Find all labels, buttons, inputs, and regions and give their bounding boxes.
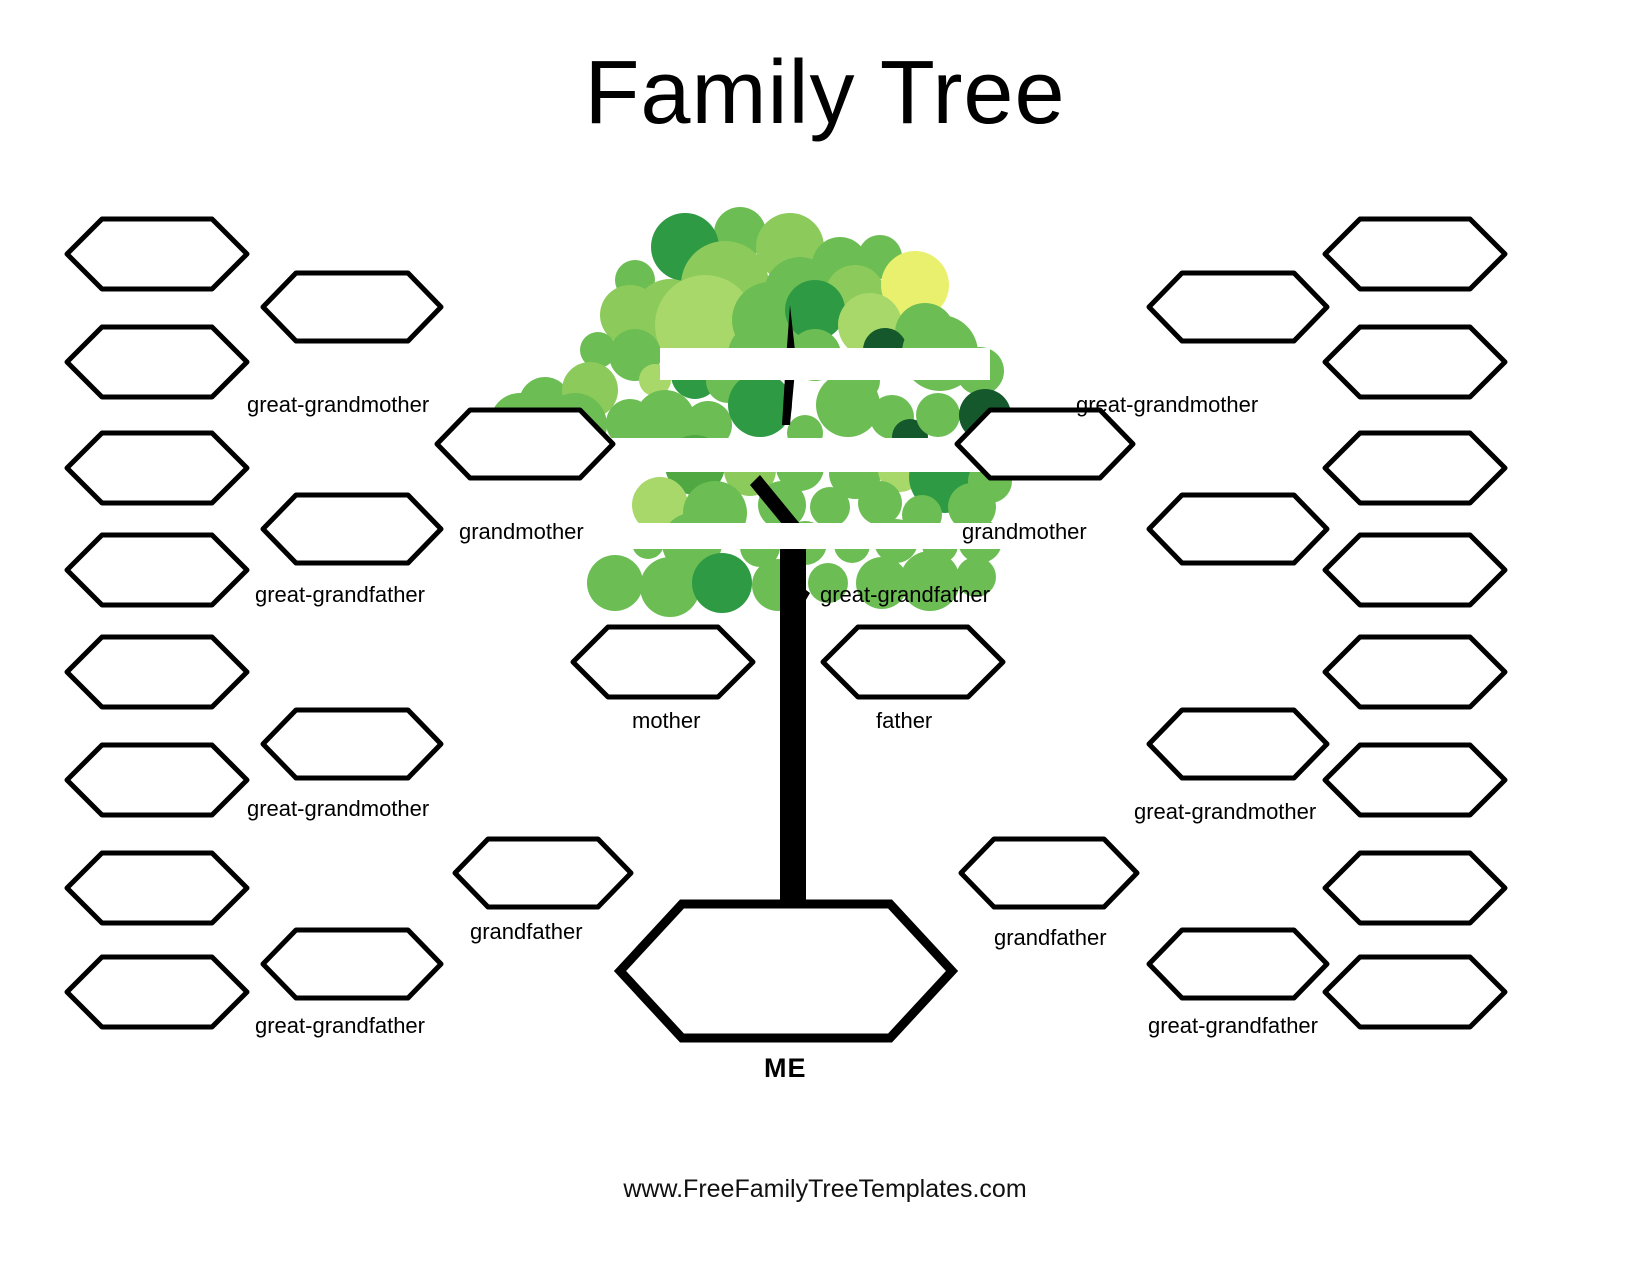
hex-right-great-grandmother-2[interactable]: [1144, 705, 1332, 783]
hex-left-outer-4[interactable]: [62, 530, 252, 610]
hex-right-great-grandfather-1[interactable]: [1144, 490, 1332, 568]
hex-right-outer-2[interactable]: [1320, 322, 1510, 402]
hex-right-outer-5[interactable]: [1320, 632, 1510, 712]
hex-left-outer-2[interactable]: [62, 322, 252, 402]
label-right-grandfather: grandfather: [994, 925, 1107, 950]
hex-right-grandmother[interactable]: [952, 405, 1138, 483]
hex-right-grandfather[interactable]: [956, 834, 1142, 912]
label-left-grandmother: grandmother: [459, 519, 584, 544]
label-right-great-grandmother-1: great-grandmother: [1076, 392, 1259, 417]
tree-illustration: [460, 185, 1020, 925]
hex-left-outer-1[interactable]: [62, 214, 252, 294]
hex-right-great-grandfather-2[interactable]: [1144, 925, 1332, 1003]
hex-right-outer-6[interactable]: [1320, 740, 1510, 820]
label-left-great-grandfather-2: great-grandfather: [255, 1013, 425, 1038]
hex-left-outer-3[interactable]: [62, 428, 252, 508]
hex-right-outer-1[interactable]: [1320, 214, 1510, 294]
hex-left-grandfather[interactable]: [450, 834, 636, 912]
hex-father[interactable]: [818, 622, 1008, 702]
hex-left-outer-8[interactable]: [62, 952, 252, 1032]
label-left-great-grandmother-2: great-grandmother: [247, 796, 430, 821]
label-right-grandmother: grandmother: [962, 519, 1087, 544]
label-right-great-grandmother-2: great-grandmother: [1134, 799, 1317, 824]
label-right-great-grandfather-1: great-grandfather: [820, 582, 990, 607]
hex-left-outer-6[interactable]: [62, 740, 252, 820]
label-right-great-grandfather-2: great-grandfather: [1148, 1013, 1318, 1038]
hex-left-great-grandfather-2[interactable]: [258, 925, 446, 1003]
hex-right-outer-3[interactable]: [1320, 428, 1510, 508]
foliage-cutouts: [600, 348, 1010, 549]
label-me: ME: [764, 1053, 807, 1083]
hex-left-great-grandmother-2[interactable]: [258, 705, 446, 783]
hex-left-outer-7[interactable]: [62, 848, 252, 928]
hex-left-great-grandfather-1[interactable]: [258, 490, 446, 568]
tree-trunk: [780, 540, 806, 925]
hex-left-great-grandmother-1[interactable]: [258, 268, 446, 346]
page-title: Family Tree: [584, 43, 1066, 143]
hex-mother[interactable]: [568, 622, 758, 702]
hex-left-grandmother[interactable]: [432, 405, 618, 483]
label-father: father: [876, 708, 933, 733]
hex-right-outer-4[interactable]: [1320, 530, 1510, 610]
hex-left-outer-5[interactable]: [62, 632, 252, 712]
label-mother: mother: [632, 708, 701, 733]
label-left-great-grandmother-1: great-grandmother: [247, 392, 430, 417]
label-left-great-grandfather-1: great-grandfather: [255, 582, 425, 607]
hex-right-outer-8[interactable]: [1320, 952, 1510, 1032]
hex-me[interactable]: [612, 896, 960, 1046]
footer-url: www.FreeFamilyTreeTemplates.com: [623, 1175, 1027, 1203]
hex-right-great-grandmother-1[interactable]: [1144, 268, 1332, 346]
label-left-grandfather: grandfather: [470, 919, 583, 944]
hex-right-outer-7[interactable]: [1320, 848, 1510, 928]
